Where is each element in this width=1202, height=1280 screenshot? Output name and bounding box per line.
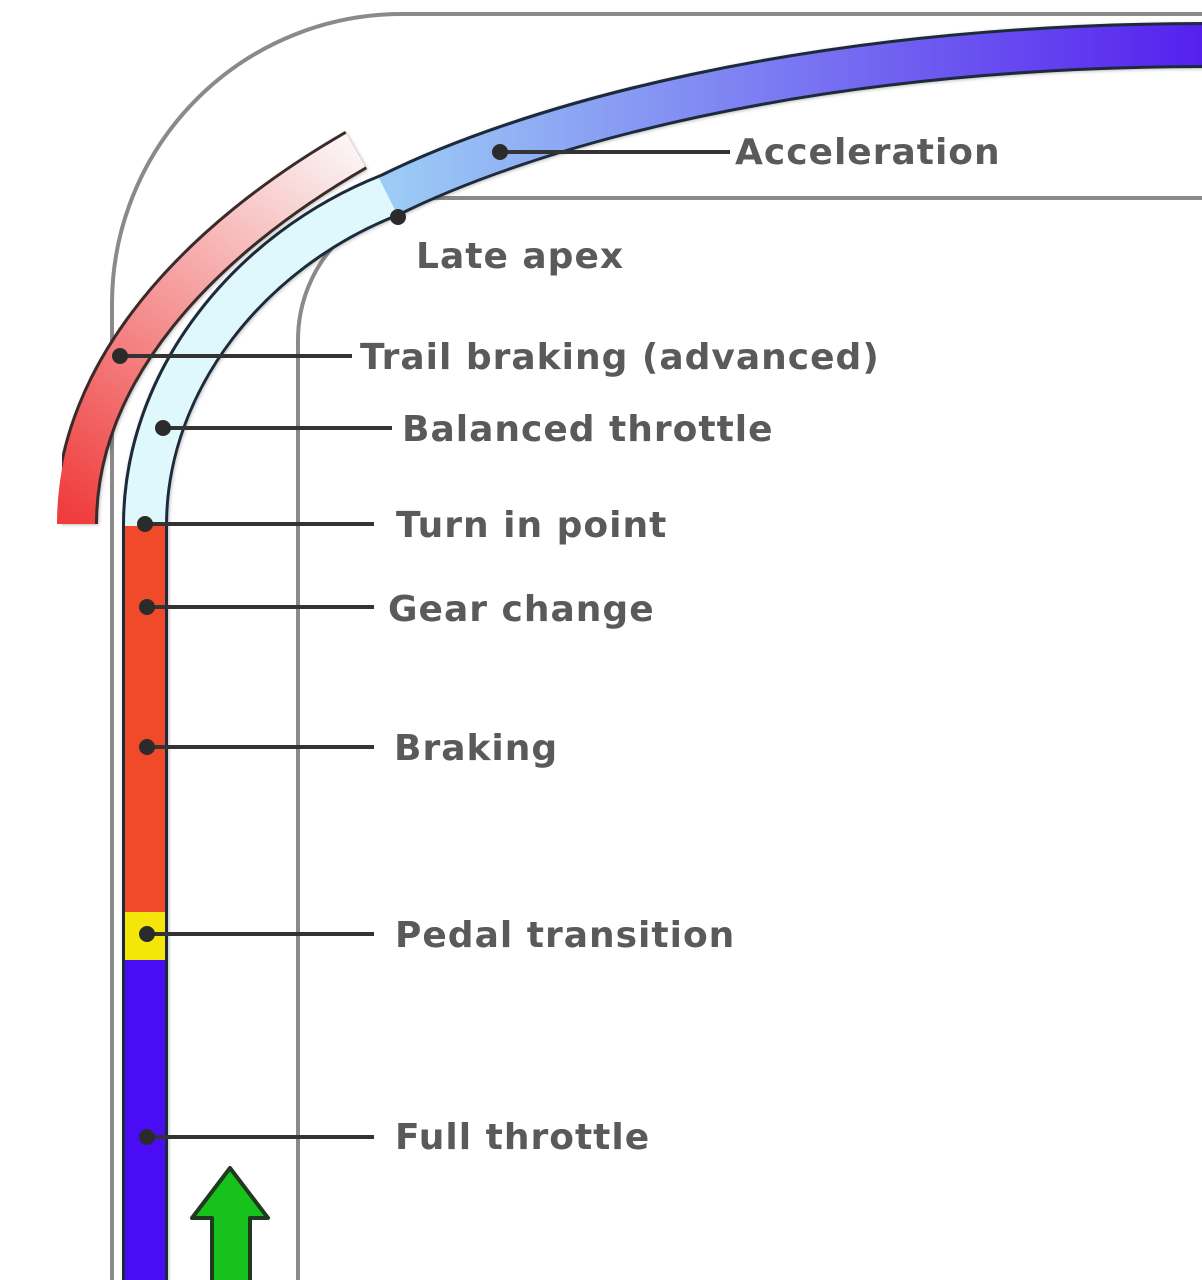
callout-trail-braking: Trail braking (advanced) (112, 337, 880, 378)
callout-braking: Braking (139, 728, 558, 769)
label-braking: Braking (394, 728, 558, 769)
label-full-throttle: Full throttle (395, 1117, 650, 1158)
label-balanced-throttle: Balanced throttle (402, 409, 774, 450)
braking-segment (125, 525, 165, 912)
label-gear-change: Gear change (388, 589, 655, 630)
label-trail-braking: Trail braking (advanced) (360, 337, 880, 378)
full-throttle-segment (125, 958, 165, 1280)
acceleration-segment (379, 25, 1202, 214)
callout-acceleration: Acceleration (492, 132, 1001, 173)
label-acceleration: Acceleration (735, 132, 1001, 173)
callout-turn-in-point: Turn in point (137, 505, 667, 546)
track-outer-edge (110, 12, 1202, 1280)
label-pedal-transition: Pedal transition (395, 915, 735, 956)
callout-pedal-transition: Pedal transition (139, 915, 735, 956)
trail-braking-band (57, 133, 366, 525)
callout-gear-change: Gear change (139, 589, 655, 630)
callout-balanced-throttle: Balanced throttle (155, 409, 774, 450)
callout-full-throttle: Full throttle (139, 1117, 650, 1158)
arrow-up-icon (190, 1166, 270, 1280)
balanced-throttle-segment (125, 176, 398, 527)
callout-late-apex: Late apex (390, 209, 624, 277)
label-turn-in-point: Turn in point (396, 505, 667, 546)
label-late-apex: Late apex (416, 236, 624, 277)
